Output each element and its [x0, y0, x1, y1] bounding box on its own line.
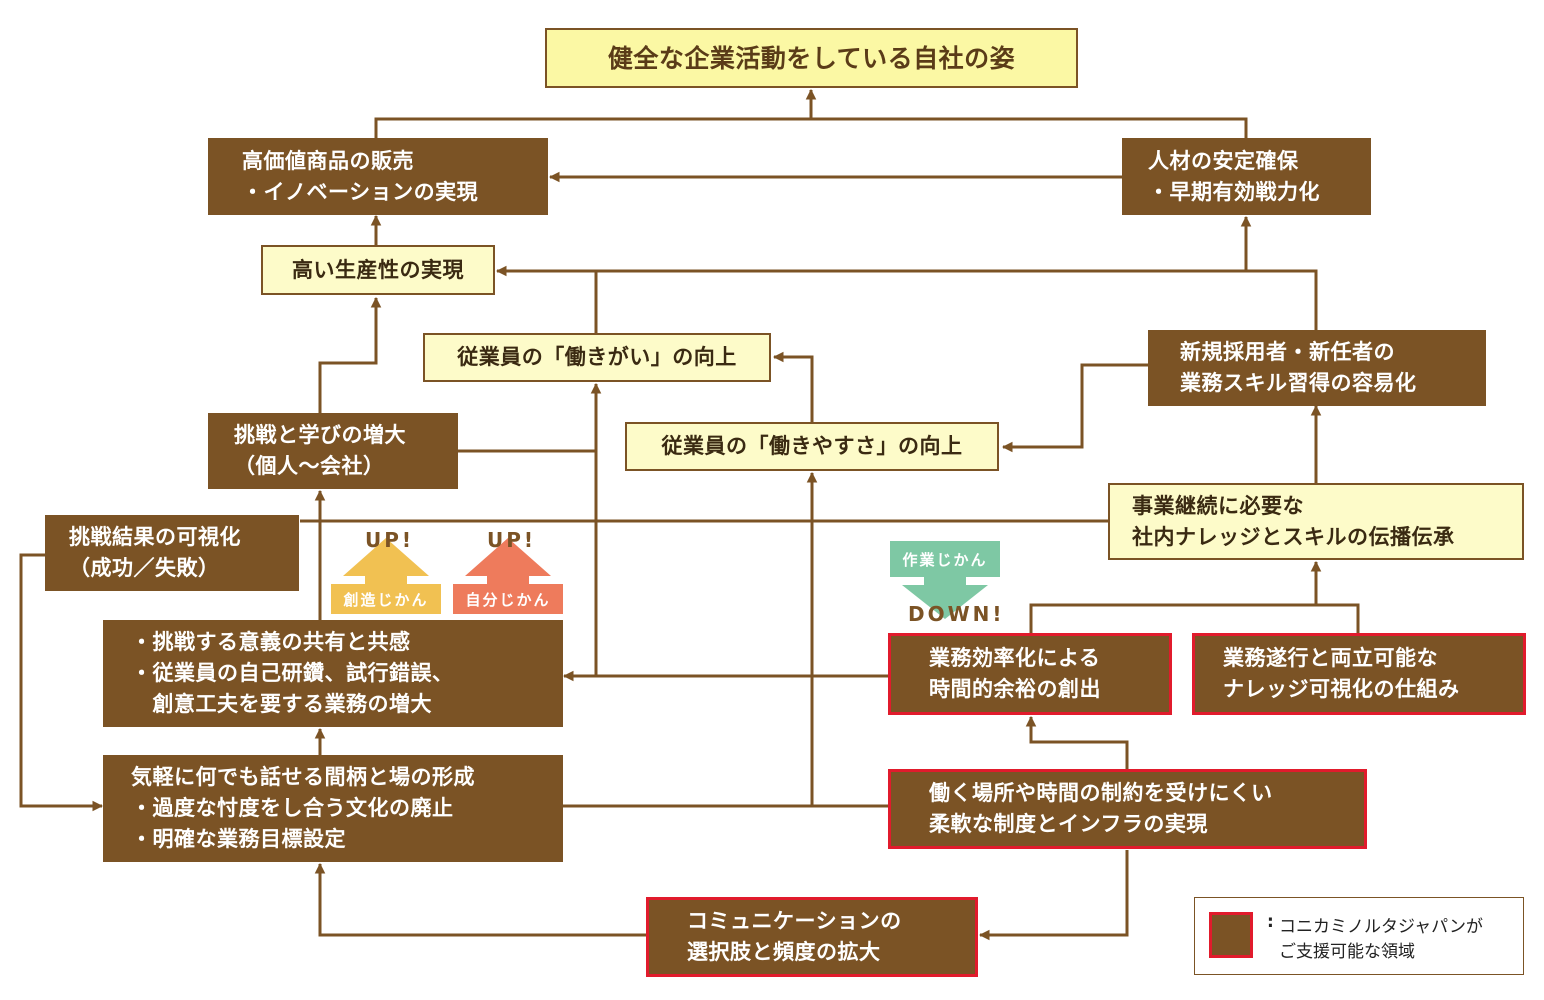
legend-swatch	[1209, 912, 1253, 958]
knowledge-vis-box: 業務遂行と両立可能な ナレッジ可視化の仕組み	[1192, 633, 1526, 715]
talent-line2: ・早期有効戦力化	[1148, 179, 1320, 204]
flexible-line1: 働く場所や時間の制約を受けにくい	[929, 781, 1273, 805]
knowledge-box: 事業継続に必要な 社内ナレッジとスキルの伝播伝承	[1108, 483, 1524, 560]
communication-line1: コミュニケーションの	[687, 909, 902, 933]
engagement-text: 従業員の「働きがい」の向上	[457, 345, 737, 369]
challenge-box: 挑戦と学びの増大 （個人～会社）	[208, 413, 458, 489]
knowledge-vis-line1: 業務遂行と両立可能な	[1223, 646, 1438, 670]
edge-flexible-to-communication	[978, 850, 1129, 941]
legend-colon: :	[1267, 912, 1274, 932]
challenge-line1: 挑戦と学びの増大	[234, 423, 406, 447]
creative-up-word: UP!	[365, 528, 415, 552]
self-time-up-badge: UP! 自分じかん	[453, 528, 563, 614]
communication-line2: 選択肢と頻度の拡大	[687, 940, 881, 964]
edge-workability-to-engagement	[772, 351, 814, 423]
casual-line3: ・明確な業務目標設定	[131, 827, 346, 851]
communication-box: コミュニケーションの 選択肢と頻度の拡大	[646, 897, 978, 977]
self-up-word: UP!	[487, 528, 537, 552]
edge-newhire-to-workability	[1001, 363, 1148, 453]
workability-text: 従業員の「働きやすさ」の向上	[661, 434, 963, 458]
high-value-line1: 高価値商品の販売	[242, 148, 414, 173]
edge-newhire-to-talent	[1240, 215, 1318, 330]
visualize-line2: （成功／失敗）	[69, 556, 220, 580]
edge-flexible-to-efficiency	[1025, 715, 1129, 769]
up-arrow-icon	[465, 538, 551, 586]
casual-line1: 気軽に何でも話せる間柄と場の形成	[131, 765, 475, 789]
high-value-line2: ・イノベーションの実現	[242, 179, 479, 204]
legend-line2: ご支援可能な領域	[1279, 942, 1415, 962]
edge-visualize-to-casual	[19, 553, 104, 812]
efficiency-line2: 時間的余裕の創出	[929, 677, 1101, 701]
creative-time-label: 創造じかん	[331, 584, 441, 614]
up-arrow-icon	[343, 538, 429, 586]
productivity-box: 高い生産性の実現	[261, 245, 495, 295]
work-time-down-badge: 作業じかん DOWN!	[890, 541, 1002, 627]
engagement-box: 従業員の「働きがい」の向上	[423, 333, 771, 382]
work-down-word: DOWN!	[908, 602, 1005, 626]
goal-box: 健全な企業活動をしている自社の姿	[545, 28, 1078, 88]
new-hire-box: 新規採用者・新任者の 業務スキル習得の容易化	[1148, 330, 1486, 406]
flexible-line2: 柔軟な制度とインフラの実現	[929, 812, 1208, 836]
casual-box: 気軽に何でも話せる間柄と場の形成 ・過度な忖度をし合う文化の廃止 ・明確な業務目…	[103, 755, 563, 862]
efficiency-line1: 業務効率化による	[929, 646, 1101, 670]
challenge-line2: （個人～会社）	[234, 454, 385, 478]
knowledge-vis-line2: ナレッジ可視化の仕組み	[1223, 677, 1460, 701]
edge-challenge-to-productivity	[318, 296, 382, 413]
new-hire-line2: 業務スキル習得の容易化	[1180, 371, 1417, 395]
edge-communication-to-casual	[314, 862, 646, 937]
share-line1: ・挑戦する意義の共有と共感	[131, 630, 411, 654]
work-time-label: 作業じかん	[890, 541, 1000, 577]
edge-highvalue-to-goal	[374, 117, 1248, 138]
productivity-text: 高い生産性の実現	[292, 257, 464, 282]
talent-box: 人材の安定確保 ・早期有効戦力化	[1122, 138, 1371, 215]
efficiency-box: 業務効率化による 時間的余裕の創出	[888, 633, 1172, 715]
share-line3: 創意工夫を要する業務の増大	[131, 692, 432, 716]
goal-text: 健全な企業活動をしている自社の姿	[607, 43, 1016, 73]
visualize-line1: 挑戦結果の可視化	[69, 525, 241, 549]
share-line2: ・従業員の自己研鑽、試行錯誤、	[131, 661, 454, 685]
high-value-box: 高価値商品の販売 ・イノベーションの実現	[208, 138, 548, 215]
visualize-box: 挑戦結果の可視化 （成功／失敗）	[45, 515, 299, 591]
flexible-box: 働く場所や時間の制約を受けにくい 柔軟な制度とインフラの実現	[888, 769, 1367, 849]
knowledge-line1: 事業継続に必要な	[1132, 493, 1304, 518]
edge-efficiency-to-knowledge	[1029, 603, 1360, 633]
self-time-label: 自分じかん	[453, 584, 563, 614]
down-arrow-icon	[902, 577, 988, 619]
legend: : コニカミノルタジャパンが ご支援可能な領域	[1194, 897, 1524, 975]
workability-box: 従業員の「働きやすさ」の向上	[625, 422, 999, 471]
legend-line1: コニカミノルタジャパンが	[1279, 917, 1483, 937]
casual-line2: ・過度な忖度をし合う文化の廃止	[131, 796, 454, 820]
talent-line1: 人材の安定確保	[1148, 148, 1299, 173]
new-hire-line1: 新規採用者・新任者の	[1180, 340, 1395, 364]
creative-time-up-badge: UP! 創造じかん	[331, 528, 441, 614]
knowledge-line2: 社内ナレッジとスキルの伝播伝承	[1132, 524, 1455, 549]
share-box: ・挑戦する意義の共有と共感 ・従業員の自己研鑽、試行錯誤、 創意工夫を要する業務…	[103, 620, 563, 727]
